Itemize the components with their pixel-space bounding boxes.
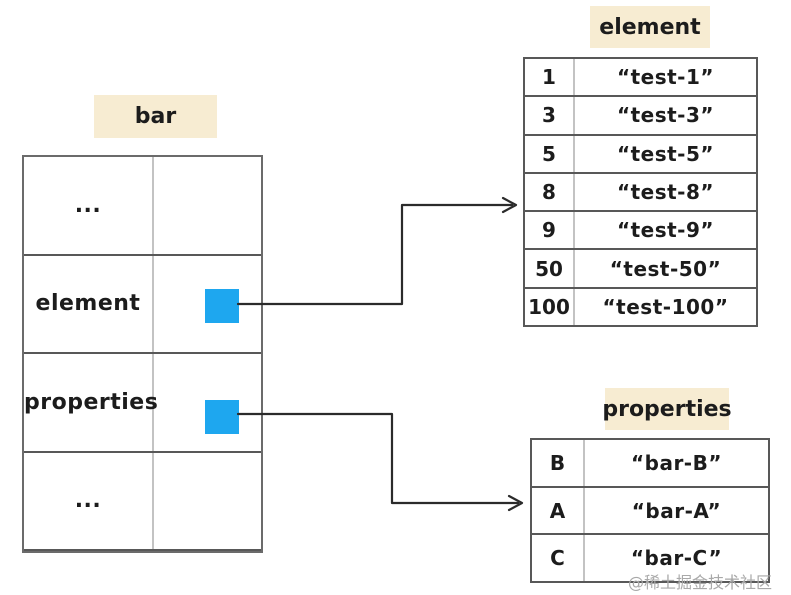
- table-row: C “bar-C”: [532, 535, 768, 582]
- properties-value: “bar-A”: [631, 498, 722, 523]
- element-value: “test-9”: [616, 218, 715, 243]
- properties-value: “bar-B”: [630, 450, 722, 475]
- element-value: “test-8”: [616, 179, 715, 204]
- bar-object-table: ... element properties ...: [22, 155, 263, 553]
- bar-row-label: element: [35, 291, 141, 317]
- table-row: 8 “test-8”: [525, 173, 756, 213]
- element-value: “test-5”: [616, 141, 715, 166]
- properties-key: A: [532, 487, 585, 534]
- element-pointer-square: [205, 289, 239, 323]
- watermark-text: @稀土掘金技术社区: [628, 573, 773, 592]
- properties-key: B: [532, 440, 585, 486]
- properties-key: C: [532, 535, 585, 582]
- bar-row-properties: properties: [24, 354, 261, 453]
- bar-row-element: element: [24, 256, 261, 354]
- table-row: 100 “test-100”: [525, 288, 756, 325]
- properties-arrow: [236, 412, 520, 505]
- bar-row-label: ...: [74, 192, 102, 218]
- table-row: 9 “test-9”: [525, 212, 756, 251]
- element-arrow: [236, 203, 514, 306]
- bar-row-label: properties: [24, 389, 159, 415]
- properties-pointer-square: [205, 400, 239, 434]
- table-row: 1 “test-1”: [525, 59, 756, 98]
- element-value: “test-50”: [609, 256, 722, 281]
- element-key: 9: [525, 212, 575, 249]
- properties-value: “bar-C”: [630, 546, 723, 571]
- element-key: 3: [525, 97, 575, 134]
- table-row: 5 “test-5”: [525, 135, 756, 174]
- element-key: 8: [525, 173, 575, 211]
- element-value: “test-3”: [616, 103, 715, 128]
- bar-title-label: bar: [94, 95, 217, 138]
- bar-row-ellipsis-top: ...: [24, 157, 261, 256]
- element-key: 1: [525, 59, 575, 96]
- element-key: 50: [525, 250, 575, 287]
- element-value: “test-100”: [602, 294, 729, 319]
- element-key: 5: [525, 135, 575, 172]
- bar-table-column-divider: [152, 157, 154, 551]
- properties-title-label: properties: [602, 388, 732, 430]
- properties-arrowhead: [507, 494, 524, 512]
- element-key: 100: [525, 288, 575, 325]
- table-row: 3 “test-3”: [525, 97, 756, 136]
- element-value: “test-1”: [616, 65, 715, 90]
- table-row: B “bar-B”: [532, 440, 768, 488]
- bar-row-ellipsis-bottom: ...: [24, 453, 261, 551]
- properties-map-table: B “bar-B” A “bar-A” C “bar-C”: [530, 438, 770, 583]
- element-map-table: 1 “test-1” 3 “test-3” 5 “test-5” 8 “test…: [523, 57, 758, 327]
- bar-row-label: ...: [74, 488, 102, 514]
- element-title-label: element: [590, 6, 710, 48]
- element-arrowhead: [501, 196, 518, 214]
- table-row: 50 “test-50”: [525, 250, 756, 289]
- table-row: A “bar-A”: [532, 487, 768, 536]
